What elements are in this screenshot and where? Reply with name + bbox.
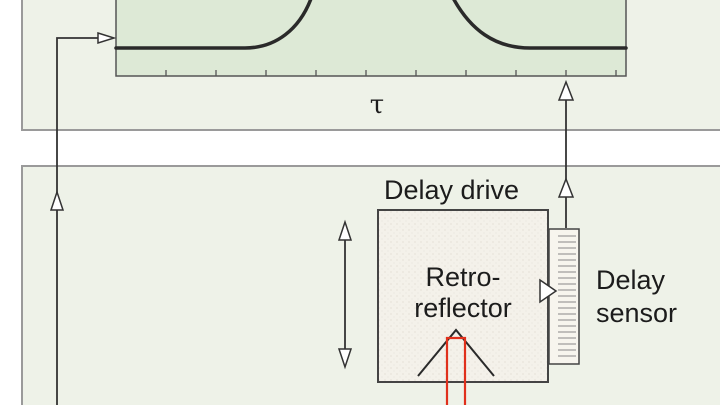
- plot-x-ticks: [165, 70, 617, 76]
- delay-drive-label: Delay drive: [384, 175, 520, 205]
- retro-label-line1: Retro-: [425, 262, 501, 292]
- correlation-curve: [114, 0, 628, 50]
- plot-area: [115, 0, 627, 77]
- bottom-panel: [21, 165, 720, 405]
- left-signal-line: [56, 37, 104, 405]
- sensor-label-line2: sensor: [596, 298, 678, 328]
- motion-arrow-down-head: [337, 348, 353, 370]
- sensor-pointer-arrow: [539, 278, 558, 304]
- sensor-line-arrow-upper: [557, 79, 575, 101]
- motion-arrow-up-head: [337, 219, 353, 241]
- retro-reflector-prism: [417, 328, 495, 377]
- laser-beams: [445, 336, 467, 405]
- left-line-arrow-right: [97, 31, 117, 45]
- sensor-line-arrow-lower: [557, 176, 575, 198]
- retro-label-line2: reflector: [414, 293, 512, 323]
- left-line-arrow-up: [49, 189, 65, 211]
- tau-axis-label: τ: [369, 90, 385, 120]
- sensor-label-line1: Delay: [596, 265, 666, 295]
- ruler-ticks: [558, 235, 576, 357]
